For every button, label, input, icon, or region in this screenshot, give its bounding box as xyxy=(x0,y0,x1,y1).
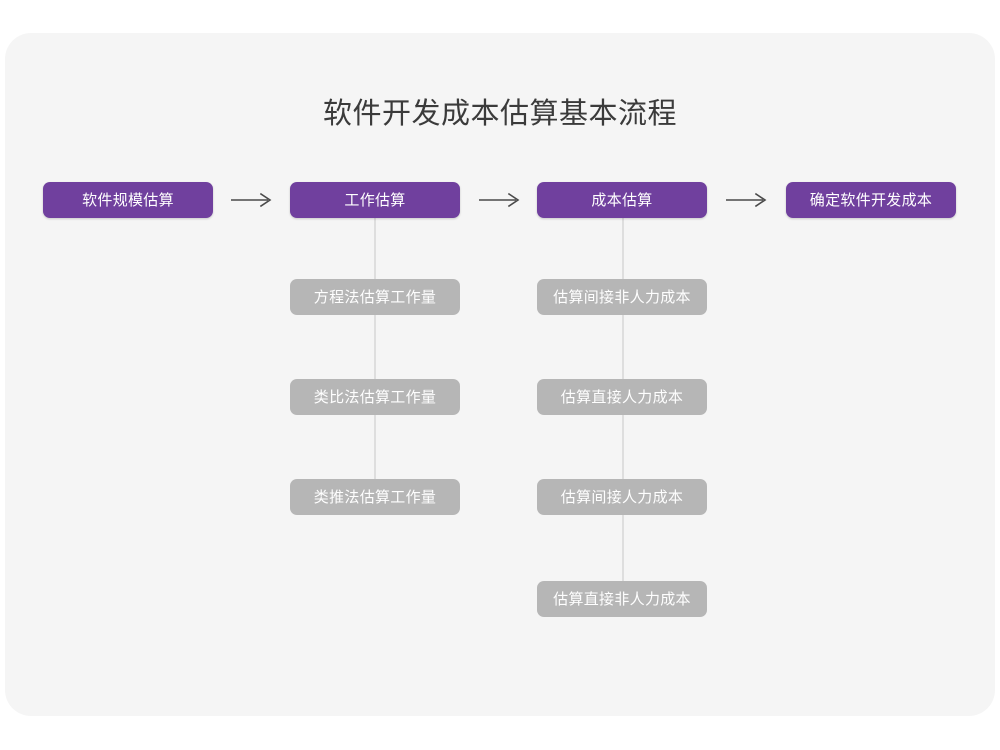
branch-node-label: 估算直接非人力成本 xyxy=(553,590,691,608)
flow-node-determine-development-cost[interactable]: 确定软件开发成本 xyxy=(786,182,956,218)
flow-node-label: 确定软件开发成本 xyxy=(809,191,933,209)
flow-node-work-estimation[interactable]: 工作估算 xyxy=(290,182,460,218)
flow-node-label: 软件规模估算 xyxy=(82,191,174,209)
diagram-card xyxy=(5,33,995,716)
flow-node-cost-estimation[interactable]: 成本估算 xyxy=(537,182,707,218)
branch-node-indirect-labor-cost[interactable]: 估算间接人力成本 xyxy=(537,479,707,515)
branch-node-label: 估算间接人力成本 xyxy=(560,488,684,506)
flow-node-software-scale-estimation[interactable]: 软件规模估算 xyxy=(43,182,213,218)
flow-arrow-1 xyxy=(228,188,278,212)
branch-node-indirect-nonlabor-cost[interactable]: 估算间接非人力成本 xyxy=(537,279,707,315)
branch-node-direct-nonlabor-cost[interactable]: 估算直接非人力成本 xyxy=(537,581,707,617)
branch-node-inference-method-effort[interactable]: 类推法估算工作量 xyxy=(290,479,460,515)
branch-node-equation-method-effort[interactable]: 方程法估算工作量 xyxy=(290,279,460,315)
flow-node-label: 工作估算 xyxy=(344,191,406,209)
branch-node-label: 估算直接人力成本 xyxy=(560,388,684,406)
branch-node-analogy-method-effort[interactable]: 类比法估算工作量 xyxy=(290,379,460,415)
page-title: 软件开发成本估算基本流程 xyxy=(322,98,677,130)
branch-node-label: 方程法估算工作量 xyxy=(313,288,437,306)
flow-arrow-2 xyxy=(476,188,526,212)
connector-line-branch-1 xyxy=(374,218,376,498)
branch-node-label: 估算间接非人力成本 xyxy=(553,288,691,306)
branch-node-direct-labor-cost[interactable]: 估算直接人力成本 xyxy=(537,379,707,415)
branch-node-label: 类推法估算工作量 xyxy=(313,488,437,506)
flow-node-label: 成本估算 xyxy=(591,191,653,209)
branch-node-label: 类比法估算工作量 xyxy=(313,388,437,406)
flow-arrow-3 xyxy=(723,188,773,212)
